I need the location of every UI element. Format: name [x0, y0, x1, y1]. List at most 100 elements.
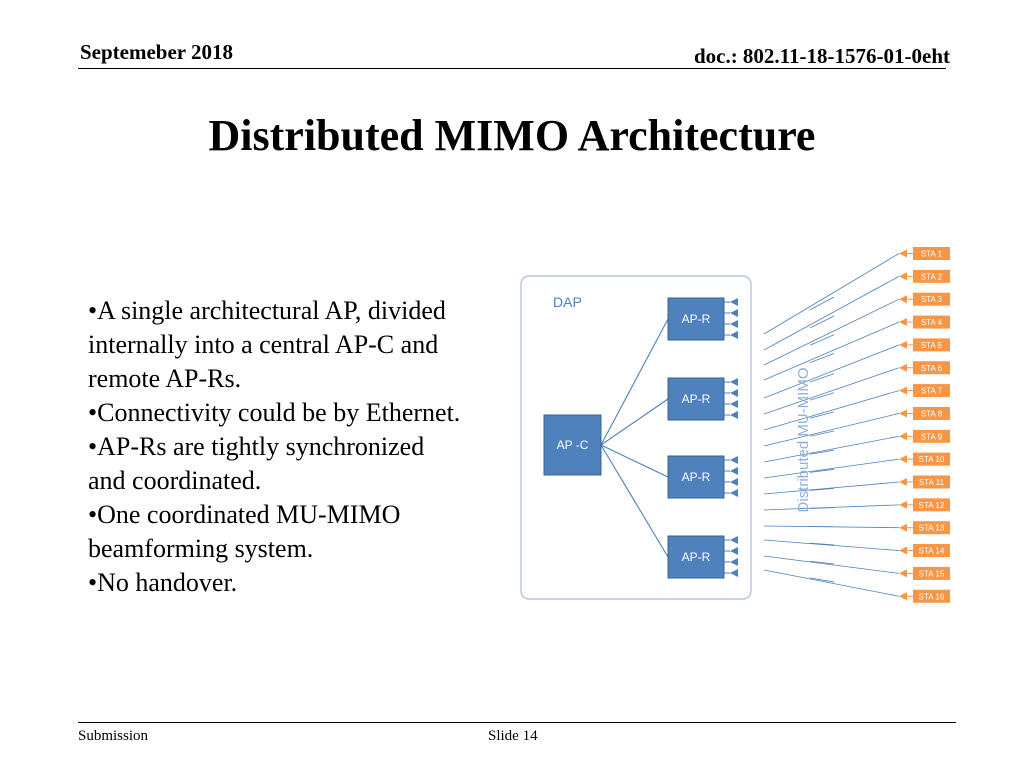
beam-line	[763, 253, 900, 335]
sta-arrow-icon	[899, 546, 907, 555]
antenna-icon	[730, 411, 738, 419]
sta-box	[913, 521, 950, 535]
header-date: Septemeber 2018	[80, 40, 233, 64]
beam-line	[763, 298, 900, 366]
sta-label: STA 2	[921, 272, 943, 281]
footer-submission: Submission	[78, 728, 149, 744]
apr-label: AP-R	[682, 470, 711, 484]
antenna-icon	[730, 456, 738, 464]
beam-line	[763, 481, 900, 495]
bullet-item: •A single architectural AP, divided inte…	[88, 296, 446, 393]
beam-line	[763, 275, 900, 351]
sta-arrow-icon	[899, 295, 907, 304]
sta-label: STA 5	[921, 341, 943, 350]
sta-arrow-icon	[899, 478, 907, 486]
beam-line	[763, 321, 900, 381]
sta-arrow-icon	[899, 249, 907, 258]
antenna-icon	[730, 331, 738, 339]
sta-label: STA 4	[921, 318, 943, 327]
sta-box	[913, 338, 950, 352]
beam-line	[763, 458, 900, 479]
sta-arrow-icon	[899, 272, 907, 281]
apr-label: AP-R	[682, 312, 711, 326]
apr-box	[667, 535, 725, 579]
antenna-icon	[730, 389, 738, 397]
bullet-item: •No handover.	[88, 568, 238, 597]
sta-label: STA 3	[921, 295, 943, 304]
sta-arrow-icon	[899, 455, 907, 464]
beam-dash	[809, 449, 835, 455]
antenna-icon	[730, 536, 738, 544]
apr-label: AP-R	[682, 392, 711, 406]
beam-line	[763, 390, 900, 431]
bullet-item: •Connectivity could be by Ethernet.	[88, 398, 461, 427]
sta-arrow-icon	[899, 523, 907, 532]
antenna-icon	[730, 309, 738, 317]
apr-box	[667, 455, 725, 499]
sta-label: STA 11	[919, 478, 945, 487]
header-doc-id: doc.: 802.11-18-1576-01-0eht	[693, 44, 950, 68]
beam-line	[763, 367, 900, 415]
beam-dash	[809, 411, 835, 419]
sta-box	[913, 429, 950, 443]
beam-dash	[809, 468, 835, 473]
antenna-icon	[730, 489, 738, 497]
sta-arrow-icon	[899, 340, 907, 349]
beam-dash	[809, 392, 835, 401]
sta-box	[913, 406, 950, 420]
sta-label: STA 15	[919, 569, 945, 578]
beam-dash	[809, 560, 835, 565]
sta-arrow-icon	[899, 592, 907, 601]
apc-apr-link	[600, 318, 669, 446]
beam-line	[763, 555, 900, 574]
antenna-icon	[730, 378, 738, 386]
dap-label: DAP	[553, 294, 582, 310]
antenna-icon	[730, 478, 738, 486]
sta-arrow-icon	[899, 363, 907, 372]
beam-line	[763, 435, 900, 463]
sta-arrow-icon	[899, 432, 907, 441]
sta-label: STA 14	[919, 547, 945, 556]
apc-apr-link	[600, 398, 669, 446]
beam-line	[763, 413, 900, 447]
sta-arrow-icon	[899, 500, 907, 509]
beam-dash	[809, 315, 835, 329]
sta-label: STA 10	[919, 455, 945, 464]
beam-dash	[809, 296, 835, 311]
beam-dash	[809, 507, 835, 509]
sta-arrow-icon	[899, 318, 907, 327]
bullet-item: •One coordinated MU-MIMO beamforming sys…	[88, 500, 401, 563]
antenna-icon	[730, 547, 738, 555]
sta-arrow-icon	[899, 409, 907, 418]
sta-box	[913, 269, 950, 283]
connection-lines	[600, 253, 900, 597]
apc-apr-link	[600, 444, 669, 558]
apr-label: AP-R	[682, 550, 711, 564]
sta-label: STA 8	[921, 409, 943, 418]
beam-dash	[809, 488, 835, 491]
sta-box	[913, 292, 950, 306]
sta-box	[913, 589, 950, 603]
footer-divider	[78, 722, 956, 723]
beam-dash	[809, 430, 835, 437]
sta-label: STA 6	[921, 364, 943, 373]
sta-box	[913, 247, 950, 260]
sta-box	[913, 498, 950, 512]
bullet-list: •A single architectural AP, divided inte…	[88, 294, 468, 600]
slide-title: Distributed MIMO Architecture	[208, 111, 816, 160]
sta-label: STA 1	[921, 250, 943, 259]
apr-box	[667, 377, 725, 421]
antenna-icon	[730, 467, 738, 475]
bullet-item: •AP-Rs are tightly synchronized and coor…	[88, 432, 425, 495]
apc-box	[543, 414, 602, 476]
beam-dash	[809, 334, 835, 346]
antenna-icon	[730, 569, 738, 577]
sta-label: STA 13	[919, 524, 945, 533]
antenna-icon	[730, 320, 738, 328]
beam-dash	[809, 373, 835, 383]
beam-dash	[809, 542, 835, 546]
apr-box	[667, 297, 725, 341]
sta-box	[913, 361, 950, 375]
